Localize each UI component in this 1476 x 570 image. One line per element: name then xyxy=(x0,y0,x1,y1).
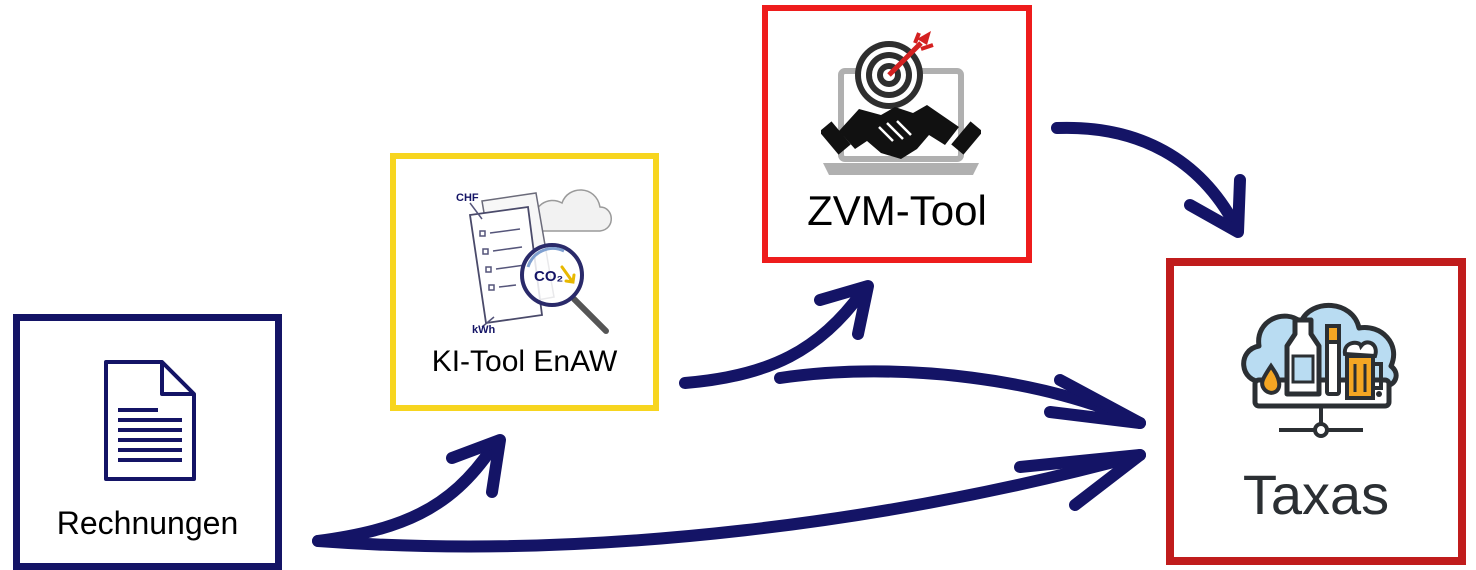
arrow-zvm-to-taxas xyxy=(1051,121,1241,231)
chf-text: CHF xyxy=(456,192,479,204)
cloud-bottles-server-icon xyxy=(1241,303,1399,438)
node-label-ki-tool: KI-Tool EnAW xyxy=(431,345,618,378)
arrow-rechnungen-to-taxas xyxy=(312,449,1146,553)
arrowhead-rechnungen-to-taxas xyxy=(1014,449,1146,511)
arrowhead-rechnungen-to-ki-tool xyxy=(446,434,506,498)
node-label-taxas: Taxas xyxy=(1242,463,1390,526)
node-rechnungen[interactable]: Rechnungen xyxy=(13,314,282,570)
document-icon xyxy=(104,360,196,481)
invoice-co2-icon: CHF kWh CO₂ xyxy=(456,189,612,336)
node-label-zvm-tool: ZVM-Tool xyxy=(807,187,987,234)
arrowhead-ki-tool-to-zvm xyxy=(814,280,874,340)
node-ki-tool-enaw[interactable]: CHF kWh CO₂ KI-Tool EnAW xyxy=(390,153,659,411)
arrow-rechnungen-to-ki-tool xyxy=(312,442,498,547)
kwh-text: kWh xyxy=(472,324,496,336)
node-label-rechnungen: Rechnungen xyxy=(56,505,239,541)
arrowhead-ki-tool-to-taxas xyxy=(1044,374,1146,429)
arrow-ki-tool-to-zvm xyxy=(679,286,868,389)
node-zvm-tool[interactable]: ZVM-Tool xyxy=(762,5,1032,263)
arrowhead-zvm-to-taxas xyxy=(1184,174,1246,238)
node-taxas[interactable]: Taxas xyxy=(1166,258,1466,565)
co2-text: CO₂ xyxy=(534,268,563,285)
target-handshake-laptop-icon xyxy=(821,31,981,175)
